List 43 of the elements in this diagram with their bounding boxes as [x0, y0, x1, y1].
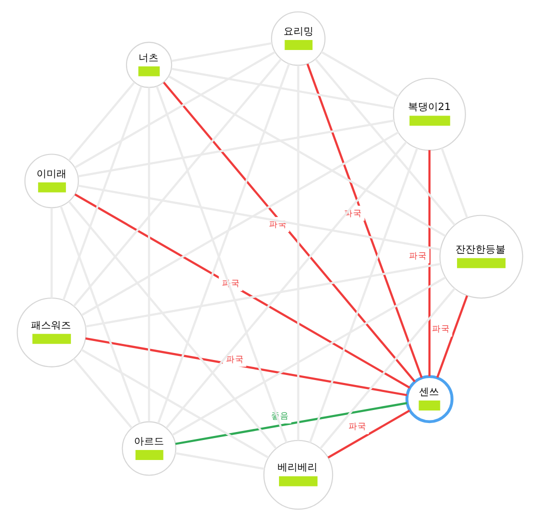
node-circle: 아르드 [122, 420, 176, 476]
connector [175, 452, 264, 470]
connector [80, 348, 269, 458]
node-circle: 센쓰 [405, 374, 454, 423]
connector [308, 147, 418, 442]
connector [74, 50, 276, 168]
node-circle: 베리베리 [263, 439, 334, 510]
connector [60, 205, 141, 424]
connector [85, 336, 408, 396]
connector [68, 200, 277, 449]
connector [72, 358, 133, 428]
edge-label: 파국 [432, 324, 450, 334]
connector [162, 81, 416, 382]
edge-label: 파국 [409, 250, 428, 261]
connector [306, 63, 423, 378]
edge-label: 파국 [226, 354, 244, 364]
connector [314, 58, 456, 226]
connector [85, 262, 441, 328]
node-circle: 요리밍 [271, 10, 326, 66]
connector [68, 81, 136, 161]
connector [436, 294, 468, 378]
connector [320, 50, 399, 97]
connector [319, 287, 456, 449]
connector [62, 86, 142, 300]
connector [428, 150, 431, 376]
connector [78, 184, 441, 250]
connector [81, 130, 399, 316]
connector [72, 58, 282, 306]
node-circle: 복댕이21 [392, 77, 466, 150]
connector [168, 74, 446, 236]
node-circle: 잔잔한등불 [439, 214, 524, 298]
node-circle: 패스워즈 [16, 297, 87, 367]
node-circle: 너츠 [126, 41, 172, 88]
connector [78, 119, 394, 177]
connector [171, 67, 394, 109]
node-circle: 이미래 [24, 153, 79, 208]
connector [166, 140, 408, 428]
connector [440, 147, 468, 218]
edge-label: 파국 [348, 422, 366, 432]
connector [172, 42, 272, 62]
connector [328, 409, 410, 458]
connector [74, 193, 410, 388]
connector [175, 402, 408, 444]
